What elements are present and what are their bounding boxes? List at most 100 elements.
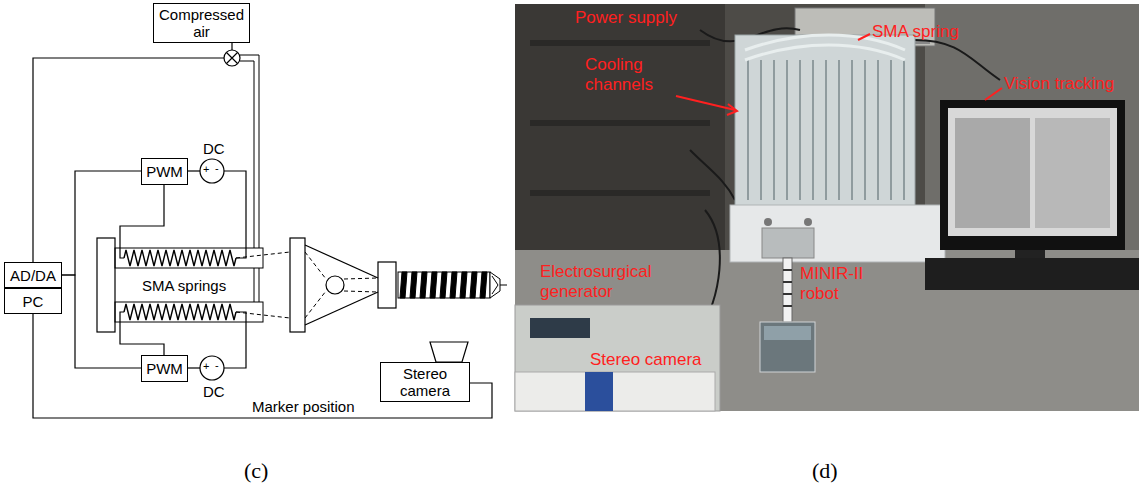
spring-tube — [115, 248, 263, 322]
photo-annotation: Electrosurgical generator — [540, 262, 675, 302]
pwm-wire — [120, 171, 246, 368]
leader-arrow — [676, 34, 1002, 115]
panel-letter: (c) — [244, 458, 268, 483]
mounting-plate — [730, 205, 945, 262]
robot-body — [500, 285, 507, 286]
photo-background — [515, 4, 1139, 411]
valve-symbol — [227, 53, 238, 64]
robot-shaft — [783, 270, 792, 306]
robot-body — [398, 272, 490, 298]
sma-spring-symbol — [124, 304, 236, 320]
node-text: AD/DA — [10, 267, 56, 284]
photo-background — [530, 120, 710, 126]
robot-shaft — [783, 258, 792, 322]
keyboard — [925, 258, 1139, 290]
node-text: PWM — [146, 360, 183, 377]
edge-label: Marker position — [250, 398, 357, 415]
part-label: SMA springs — [142, 277, 226, 294]
tissue-box — [764, 326, 811, 340]
signal-wire — [33, 43, 232, 262]
robot-body — [490, 272, 500, 298]
base-plate — [97, 238, 115, 332]
air-pipe — [254, 268, 255, 302]
valve-symbol — [224, 50, 240, 66]
pwm-wire — [187, 367, 200, 368]
cooling-frame — [735, 35, 915, 207]
valve-symbol — [224, 50, 240, 66]
node-text: PWM — [146, 163, 183, 180]
mounting-plate — [804, 218, 812, 226]
air-pipe — [259, 268, 260, 302]
photo-background — [530, 40, 710, 46]
cooling-frame — [735, 35, 915, 207]
pwm-wire — [120, 185, 164, 258]
robot-body — [492, 276, 498, 294]
part-label: - — [215, 359, 219, 372]
sma-spring-symbol — [124, 250, 236, 320]
tissue-box — [760, 322, 815, 372]
cooling-frame — [748, 60, 904, 200]
guide-plate — [290, 238, 305, 332]
process-box: PWM — [141, 355, 188, 382]
tissue-box — [760, 322, 815, 372]
mounting-plate — [762, 228, 814, 258]
monitor — [940, 100, 1125, 250]
process-box: PWM — [141, 158, 188, 185]
sma-spring-symbol — [124, 250, 236, 266]
leader-arrow — [985, 88, 1002, 100]
photo-annotation: SMA spring — [872, 22, 959, 42]
monitor — [948, 108, 1117, 236]
camera-symbol — [430, 342, 468, 362]
monitor — [955, 118, 1030, 228]
pulley-symbol — [326, 276, 344, 294]
panel-letter: (d) — [812, 458, 838, 483]
generator-box — [515, 305, 720, 411]
part-label: + — [203, 163, 209, 176]
process-box: PC — [4, 288, 62, 314]
tendon-line — [305, 291, 326, 318]
pulley-symbol — [305, 292, 378, 325]
camera-symbol — [430, 342, 468, 362]
photo-background — [515, 250, 1139, 411]
monitor — [1015, 250, 1045, 258]
photo-background — [925, 4, 1139, 254]
stereo-camera-device — [515, 372, 715, 411]
robot-body — [400, 272, 487, 298]
dc-source-symbol — [200, 159, 224, 380]
air-pipe — [240, 55, 259, 302]
pwm-wire — [224, 312, 246, 368]
part-label: DC — [203, 383, 225, 400]
photo-background — [530, 190, 710, 196]
photo-annotation: MINIR-II robot — [800, 264, 880, 304]
dc-source-symbol — [200, 159, 224, 183]
cable — [915, 40, 1000, 80]
pwm-wire — [224, 171, 246, 258]
node-text: Stereo camera — [385, 365, 465, 399]
guide-plate — [290, 238, 396, 332]
process-box: Compressed air — [153, 3, 250, 43]
pulley-symbol — [305, 245, 378, 278]
photo-annotation: Power supply — [575, 8, 677, 28]
node-text: Compressed air — [158, 6, 245, 40]
tendon-line — [344, 291, 378, 292]
pwm-wire — [187, 170, 200, 171]
keyboard — [925, 258, 1139, 290]
leader-arrow — [727, 104, 737, 115]
node-text: PC — [23, 293, 44, 310]
photo-annotation: Vision tracking — [1004, 74, 1114, 94]
part-label: + — [203, 360, 209, 373]
cable — [690, 150, 735, 200]
camera-box: Stereo camera — [380, 362, 470, 402]
tendon-line — [344, 278, 378, 279]
air-pipe — [240, 55, 259, 248]
tendon-line — [305, 252, 326, 279]
robot-shaft — [783, 258, 792, 322]
air-pipe — [240, 61, 254, 248]
mounting-plate — [730, 205, 945, 262]
process-box: AD/DA — [4, 262, 62, 288]
leader-arrow — [676, 96, 735, 110]
tendon-line — [236, 312, 290, 318]
tendon-line — [236, 252, 378, 318]
